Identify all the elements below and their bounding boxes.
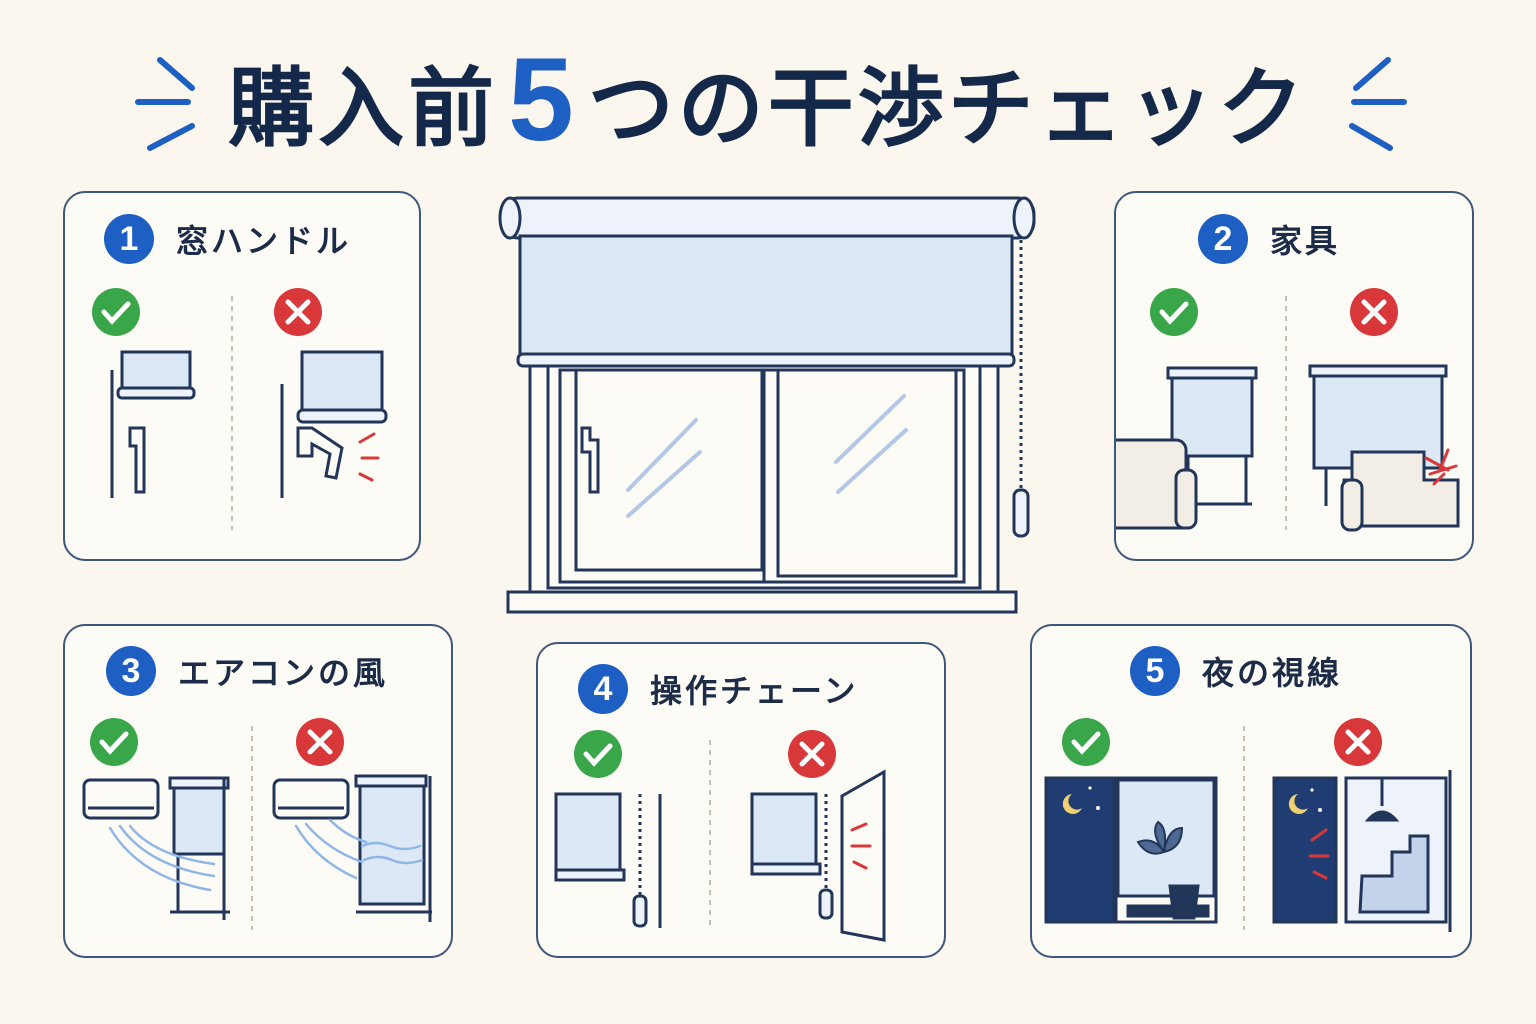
card-3-title: エアコンの風	[178, 654, 389, 692]
step-badge-5: 5	[1130, 646, 1180, 696]
card-1-title: 窓ハンドル	[176, 222, 352, 260]
card-2-header: 2 家具	[1198, 214, 1340, 264]
page-title: 購入前 5 つの干渉チェック	[0, 34, 1536, 166]
check-circle-icon	[1150, 288, 1198, 336]
cross-circle-icon	[788, 730, 836, 778]
card-3-header: 3 エアコンの風	[106, 646, 388, 696]
title-number: 5	[508, 34, 578, 166]
step-badge-1: 1	[104, 214, 154, 264]
cross-circle-icon	[296, 718, 344, 766]
cross-circle-icon	[1350, 288, 1398, 336]
card-5-title: 夜の視線	[1202, 654, 1343, 692]
card-4-header: 4 操作チェーン	[578, 664, 858, 714]
card-4-title: 操作チェーン	[650, 672, 859, 710]
cross-circle-icon	[1334, 718, 1382, 766]
cross-circle-icon	[274, 288, 322, 336]
title-part1: 購入前	[228, 58, 499, 159]
step-badge-2: 2	[1198, 214, 1248, 264]
card-1-header: 1 窓ハンドル	[104, 214, 351, 264]
step-badge-3: 3	[106, 646, 156, 696]
burst-left-icon	[135, 57, 195, 151]
step-badge-4: 4	[578, 664, 628, 714]
check-circle-icon	[1062, 718, 1110, 766]
card-5-header: 5 夜の視線	[1130, 646, 1342, 696]
card-2-title: 家具	[1270, 222, 1341, 260]
title-part2: つの干渉チェック	[587, 58, 1308, 159]
check-circle-icon	[90, 718, 138, 766]
check-circle-icon	[574, 730, 622, 778]
check-circle-icon	[92, 288, 140, 336]
burst-right-icon	[1349, 57, 1407, 151]
